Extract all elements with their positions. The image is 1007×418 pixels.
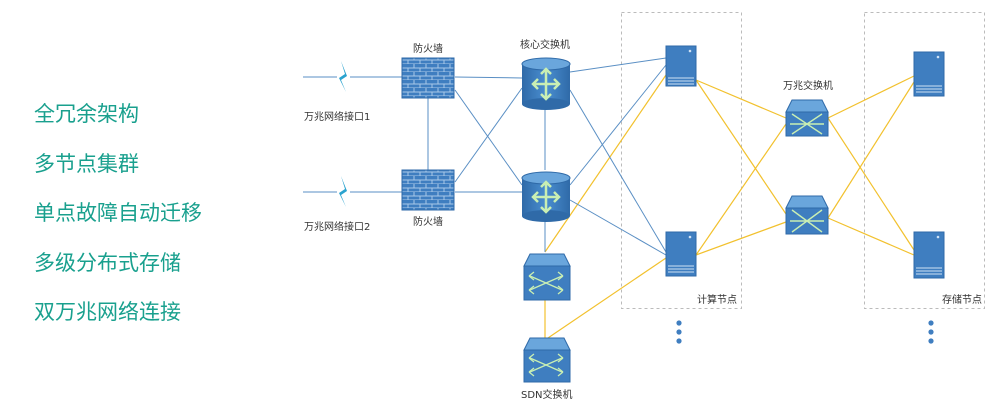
core-switch-bottom-cylinder-router-icon bbox=[521, 171, 571, 222]
compute-more-vertical-ellipsis-icon bbox=[676, 320, 682, 344]
feature-list: 全冗余架构 多节点集群 单点故障自动迁移 多级分布式存储 双万兆网络连接 bbox=[34, 104, 202, 352]
compute-server-bottom-server-tower-icon bbox=[665, 231, 697, 277]
uplink1-label: 万兆网络接口1 bbox=[304, 110, 370, 123]
firewall-top-label: 防火墙 bbox=[413, 42, 443, 55]
feature-item: 多节点集群 bbox=[34, 151, 139, 176]
feature-item: 多级分布式存储 bbox=[34, 250, 181, 275]
uplink1-lightning-icon bbox=[339, 61, 347, 92]
firewall-top-brick-wall-icon bbox=[401, 57, 455, 99]
core-switch-top-cylinder-router-icon bbox=[521, 57, 571, 110]
yellow-links bbox=[544, 74, 915, 341]
compute-node-group bbox=[621, 12, 742, 309]
uplink2-lightning-icon bbox=[339, 176, 347, 207]
sdn-switch-upper-switch-icon bbox=[523, 253, 571, 301]
firewall-bottom-brick-wall-icon bbox=[401, 169, 455, 211]
storage-nodes-label: 存储节点 bbox=[942, 293, 982, 306]
storage-server-bottom-server-tower-icon bbox=[913, 231, 945, 279]
storage-more-vertical-ellipsis-icon bbox=[928, 320, 934, 344]
blue-links bbox=[303, 57, 667, 256]
core-switch-label: 核心交换机 bbox=[520, 38, 570, 51]
firewall-bottom-label: 防火墙 bbox=[413, 215, 443, 228]
sdn-switch-label: SDN交换机 bbox=[521, 388, 573, 401]
sdn-switch-lower-switch-icon bbox=[523, 337, 571, 383]
tengig-switch-upper-switch-icon bbox=[785, 99, 829, 137]
feature-item: 全冗余架构 bbox=[34, 102, 139, 126]
feature-item: 单点故障自动迁移 bbox=[34, 201, 202, 225]
compute-nodes-label: 计算节点 bbox=[697, 293, 737, 306]
feature-item: 双万兆网络连接 bbox=[34, 300, 181, 324]
uplink2-label: 万兆网络接口2 bbox=[304, 220, 370, 233]
tengig-switch-lower-switch-icon bbox=[785, 195, 829, 235]
tengig-switch-label: 万兆交换机 bbox=[783, 79, 833, 92]
storage-server-top-server-tower-icon bbox=[913, 51, 945, 97]
compute-server-top-server-tower-icon bbox=[665, 45, 697, 87]
